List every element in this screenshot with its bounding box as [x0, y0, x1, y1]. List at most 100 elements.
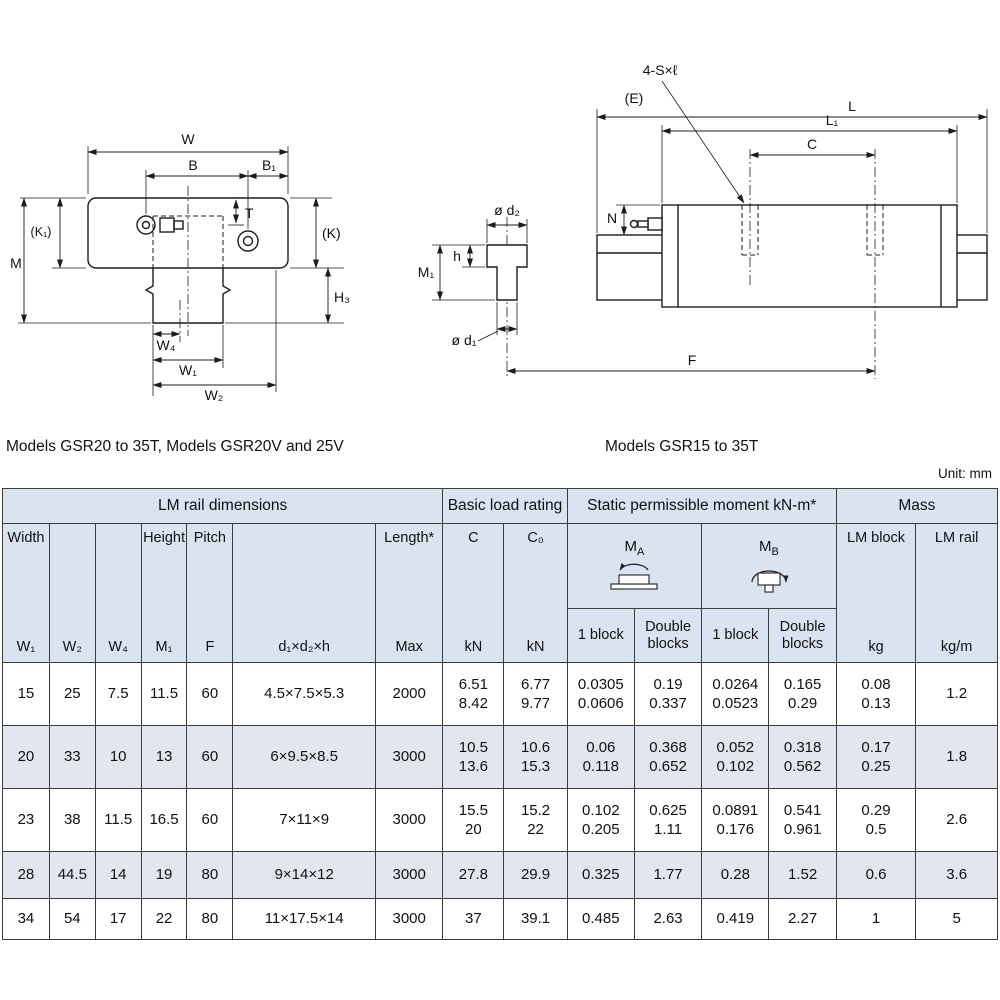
- table-cell: 11.5: [140, 662, 188, 726]
- table-cell: 33: [48, 725, 96, 789]
- col-height-m1: Height M₁: [140, 523, 188, 663]
- table-cell: 0.052 0.102: [701, 725, 770, 789]
- table-cell: 25: [48, 662, 96, 726]
- table-cell: 38: [48, 788, 96, 852]
- table-cell: 10.5 13.6: [442, 725, 505, 789]
- table-cell: 10.6 15.3: [503, 725, 568, 789]
- table-cell: 60: [186, 788, 234, 852]
- dim-label-d2: ø d₂: [494, 202, 520, 218]
- table-cell: 0.0891 0.176: [701, 788, 770, 852]
- table-cell: 0.19 0.337: [633, 662, 703, 726]
- table-cell: 14: [94, 851, 142, 899]
- table-cell: 1.2: [915, 662, 998, 726]
- column-header-row: Width W₁ W₂ W₄ Height M₁ Pitch F d₁×d₂×h: [2, 522, 998, 663]
- table-cell: 22: [140, 898, 188, 940]
- table-cell: 0.0264 0.0523: [701, 662, 770, 726]
- dim-label-k1: (K₁): [31, 225, 52, 239]
- centerlines: [179, 186, 189, 342]
- table-cell: 3000: [375, 725, 444, 789]
- caption-left: Models GSR20 to 35T, Models GSR20V and 2…: [6, 438, 344, 455]
- table-cell: 2.6: [915, 788, 998, 852]
- front-view-diagram: W B B₁ T (K) (K₁) M H₃ W₄ W₁ W₂: [10, 131, 350, 403]
- table-cell: 0.08 0.13: [835, 662, 917, 726]
- table-cell: 15.5 20: [442, 788, 505, 852]
- table-cell: 28: [2, 851, 50, 899]
- dim-label-w4: W₄: [157, 337, 176, 353]
- dim-label-t: T: [245, 205, 254, 221]
- dim-label-d1: ø d₁: [452, 332, 477, 348]
- table-cell: 13: [140, 725, 188, 789]
- col-moment-ma: MA: [566, 522, 703, 610]
- col-c-kn: C kN: [442, 523, 505, 663]
- col-hole-dims: d₁×d₂×h: [232, 523, 377, 663]
- col-mb-1block: 1 block: [701, 608, 770, 663]
- table-cell: 4.5×7.5×5.3: [232, 662, 377, 726]
- group-mass: Mass: [835, 488, 999, 524]
- table-header: LM rail dimensions Basic load rating Sta…: [1, 488, 999, 663]
- table-cell: 0.625 1.11: [633, 788, 703, 852]
- table-cell: 0.419: [701, 898, 770, 940]
- extension-lines: [18, 146, 344, 396]
- dim-label-k: (K): [322, 225, 341, 241]
- dim-label-b: B: [188, 157, 197, 173]
- rail-outline: [144, 268, 232, 324]
- table-cell: 23: [2, 788, 50, 852]
- table-cell: 0.541 0.961: [768, 788, 837, 852]
- dim-label-w1: W₁: [179, 362, 197, 378]
- table-cell: 1.8: [915, 725, 998, 789]
- dim-label-m1: M₁: [418, 264, 435, 280]
- group-rail-dimensions: LM rail dimensions: [1, 488, 444, 524]
- table-cell: 7.5: [94, 662, 142, 726]
- table-cell: 7×11×9: [232, 788, 377, 852]
- table-cell: 1: [835, 898, 917, 940]
- table-cell: 0.165 0.29: [768, 662, 837, 726]
- dim-label-m: M: [10, 255, 22, 271]
- dim-label-h3: H₃: [334, 289, 350, 305]
- table-cell: 39.1: [503, 898, 568, 940]
- table-cell: 54: [48, 898, 96, 940]
- dim-label-4sl: 4-S×ℓ: [643, 62, 678, 78]
- group-static-moment: Static permissible moment kN-m*: [566, 488, 837, 524]
- table-cell: 0.0305 0.0606: [566, 662, 635, 726]
- table-cell: 2.63: [633, 898, 703, 940]
- table-cell: 0.368 0.652: [633, 725, 703, 789]
- table-cell: 11.5: [94, 788, 142, 852]
- dim-label-h: h: [453, 248, 461, 264]
- dim-label-e: (E): [625, 90, 644, 106]
- table-cell: 2000: [375, 662, 444, 726]
- mb-label: MB: [759, 538, 779, 559]
- group-basic-load-rating: Basic load rating: [442, 488, 568, 524]
- dim-label-c: C: [807, 136, 817, 152]
- col-pitch-f: Pitch F: [186, 523, 234, 663]
- col-w2: W₂: [48, 523, 96, 663]
- table-cell: 6.51 8.42: [442, 662, 505, 726]
- dim-label-b1: B₁: [262, 157, 276, 173]
- dim-label-l1: L₁: [826, 112, 839, 128]
- col-lm-rail-kgm: LM rail kg/m: [915, 523, 998, 663]
- table-cell: 44.5: [48, 851, 96, 899]
- col-length-max: Length* Max: [375, 523, 444, 663]
- table-cell: 5: [915, 898, 998, 940]
- table-cell: 17: [94, 898, 142, 940]
- block-bolt-holes-hidden: [741, 205, 884, 256]
- dim-label-l: L: [848, 98, 856, 114]
- col-moment-mb: MB: [701, 522, 837, 610]
- ma-moment-icon: [610, 563, 658, 590]
- table-cell: 3000: [375, 788, 444, 852]
- col-c0-kn: C₀ kN: [503, 523, 568, 663]
- side-view-labels: 4-S×ℓ (E) L L₁ C N ø d₂ h M₁ ø d₁ F: [418, 62, 856, 368]
- table-cell: 1.52: [768, 851, 837, 899]
- table-cell: 3000: [375, 898, 444, 940]
- table-cell: 37: [442, 898, 505, 940]
- col-w4: W₄: [94, 523, 142, 663]
- col-mb-double: Double blocks: [768, 608, 837, 663]
- table-cell: 0.28: [701, 851, 770, 899]
- table-cell: 0.6: [835, 851, 917, 899]
- spec-table: LM rail dimensions Basic load rating Sta…: [1, 488, 999, 940]
